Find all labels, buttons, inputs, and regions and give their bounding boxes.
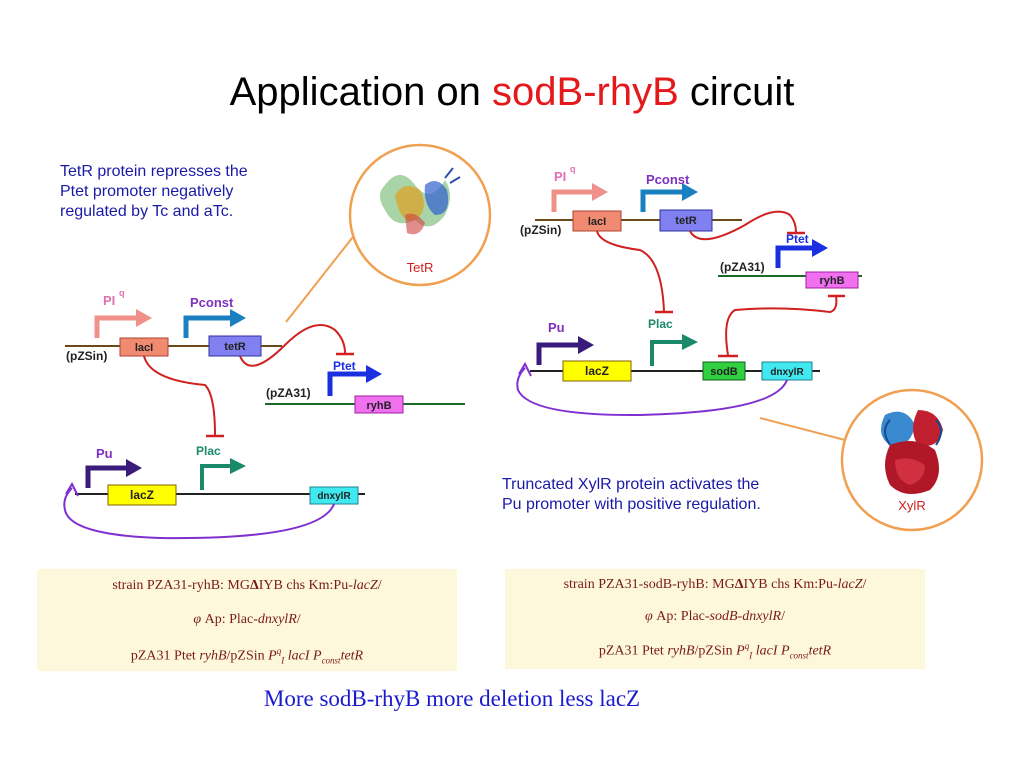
svg-text:lacI: lacI: [588, 216, 606, 228]
left-lacz-gene: [107, 484, 177, 506]
svg-text:dnxylR: dnxylR: [317, 491, 351, 502]
right-lacz-gene: [562, 360, 632, 382]
xylr-protein-icon: [881, 410, 943, 494]
svg-text:sodB: sodB: [710, 366, 738, 378]
svg-text:lacZ: lacZ: [585, 364, 609, 378]
strain-right-box: strain PZA31-sodB-ryhB: MGΔIYB chs Km:Pu…: [505, 569, 925, 669]
title-highlight: sodB-rhyB: [492, 70, 679, 114]
left-pu-label: Pu: [96, 446, 113, 461]
left-pi-label: PI: [103, 293, 115, 308]
svg-text:dnxylR: dnxylR: [770, 367, 804, 378]
svg-text:tetR: tetR: [224, 341, 245, 353]
right-tetr-gene: [659, 209, 713, 232]
strain-left-box: strain PZA31-ryhB: MGΔIYB chs Km:Pu-lacZ…: [37, 569, 457, 671]
left-pconst-label: Pconst: [190, 295, 234, 310]
conclusion-text: More sodB-rhyB more deletion less lacZ: [263, 686, 641, 711]
left-circuit: (pZSin) PI q lacI Pconst tetR (pZA31) Pt…: [63, 288, 465, 540]
right-ptet-label: Ptet: [786, 232, 809, 246]
left-plac-label: Plac: [196, 444, 221, 458]
tetr-label: TetR: [407, 260, 434, 275]
right-ryhb-gene: [805, 271, 859, 289]
right-pzsin-label: (pZSin): [520, 223, 561, 237]
svg-text:lacZ: lacZ: [130, 488, 154, 502]
page-title: Application on sodB-rhyB circuit: [229, 70, 795, 114]
right-circuit: (pZSin) PI q lacI Pconst tetR (pZA31) Pt…: [516, 164, 862, 417]
right-plac-label: Plac: [648, 317, 673, 331]
svg-text:tetR: tetR: [675, 215, 696, 227]
left-ryhb-gene: [354, 395, 404, 414]
right-pu-label: Pu: [548, 320, 565, 335]
right-sodb-gene: [702, 361, 746, 381]
left-ptet-label: Ptet: [333, 359, 356, 373]
svg-text:q: q: [119, 288, 125, 298]
xylr-description: Truncated XylR protein activates the Pu …: [502, 476, 761, 513]
right-pconst-label: Pconst: [646, 172, 690, 187]
tetr-callout: TetR: [285, 143, 492, 323]
right-pza31-label: (pZA31): [720, 260, 765, 274]
tetr-protein-icon: [380, 167, 461, 235]
tetr-description: TetR protein represses the Ptet promoter…: [60, 163, 248, 220]
right-pi-label: PI: [554, 169, 566, 184]
left-tetr-gene: [208, 335, 262, 357]
left-pzsin-label: (pZSin): [66, 349, 107, 363]
xylr-label: XylR: [898, 498, 925, 513]
svg-text:lacI: lacI: [135, 342, 153, 354]
left-pza31-label: (pZA31): [266, 386, 311, 400]
xylr-callout: XylR: [759, 388, 984, 532]
svg-text:ryhB: ryhB: [819, 275, 844, 287]
svg-text:q: q: [570, 164, 576, 174]
svg-text:ryhB: ryhB: [366, 400, 391, 412]
